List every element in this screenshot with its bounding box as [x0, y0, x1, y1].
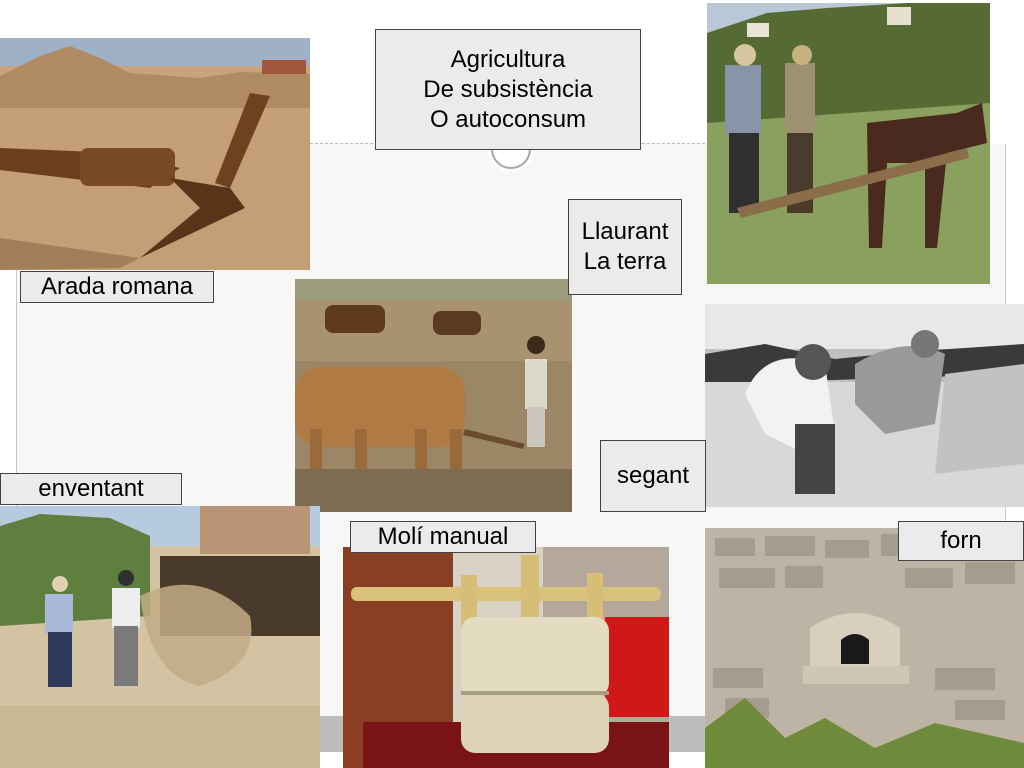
reaping-photo — [705, 304, 1024, 507]
hand-mill-label: Molí manual — [350, 521, 536, 553]
ploughing-label-line-2: La terra — [583, 248, 667, 275]
slide-title-box: Agricultura De subsistència O autoconsum — [375, 29, 641, 150]
roman-plough-label: Arada romana — [20, 271, 214, 303]
ploughing-horse-photo — [707, 3, 990, 284]
oxen-ploughing-photo — [295, 279, 572, 512]
hand-mill-photo — [343, 547, 669, 768]
winnowing-label: enventant — [0, 473, 182, 505]
title-line-2: De subsistència — [423, 75, 593, 103]
ploughing-label-box: Llaurant La terra — [568, 199, 682, 295]
oven-label: forn — [898, 521, 1024, 561]
reaping-label: segant — [600, 440, 706, 512]
winnowing-photo — [0, 506, 320, 768]
title-line-3: O autoconsum — [429, 105, 587, 133]
roman-plough-photo — [0, 38, 310, 270]
ploughing-label-line-1: Llaurant — [581, 218, 669, 245]
oven-photo — [705, 528, 1024, 768]
title-line-1: Agricultura — [450, 45, 566, 73]
